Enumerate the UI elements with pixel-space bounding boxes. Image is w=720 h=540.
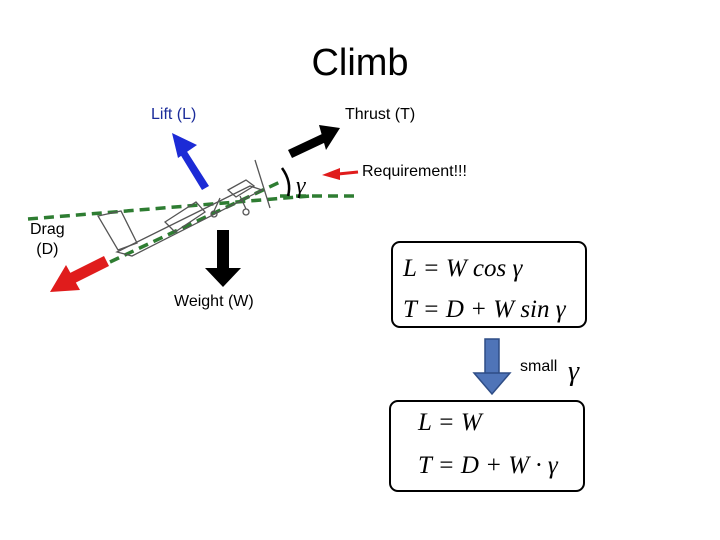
drag-label: Drag (D) (30, 220, 65, 260)
requirement-arrow (322, 168, 359, 180)
lift-arrow (172, 133, 209, 190)
drag-label-line1: Drag (30, 221, 65, 238)
small-angle-equations-box (389, 400, 585, 492)
drag-label-line2: (D) (36, 241, 59, 258)
lift-label: Lift (L) (151, 106, 197, 123)
weight-arrow (205, 230, 241, 287)
small-gamma-down-arrow (472, 338, 512, 396)
drag-arrow (50, 256, 109, 292)
small-angle-lift-equation: L = W (418, 409, 482, 436)
weight-label: Weight (W) (174, 293, 254, 310)
climb-lift-equation: L = W cos γ (403, 255, 523, 282)
thrust-label: Thrust (T) (345, 106, 416, 123)
slide-title: Climb (311, 42, 409, 84)
climb-equations-box (391, 241, 587, 328)
small-label: small (520, 358, 558, 375)
thrust-arrow (288, 125, 340, 158)
gamma-symbol-small: γ (568, 356, 580, 387)
climb-thrust-equation: T = D + W sin γ (403, 296, 566, 323)
airplane-icon (96, 159, 271, 257)
requirement-label: Requirement!!! (362, 163, 467, 180)
small-angle-thrust-equation: T = D + W · γ (418, 452, 558, 479)
gamma-symbol-angle: γ (296, 173, 306, 199)
gamma-angle-arc (280, 167, 291, 197)
